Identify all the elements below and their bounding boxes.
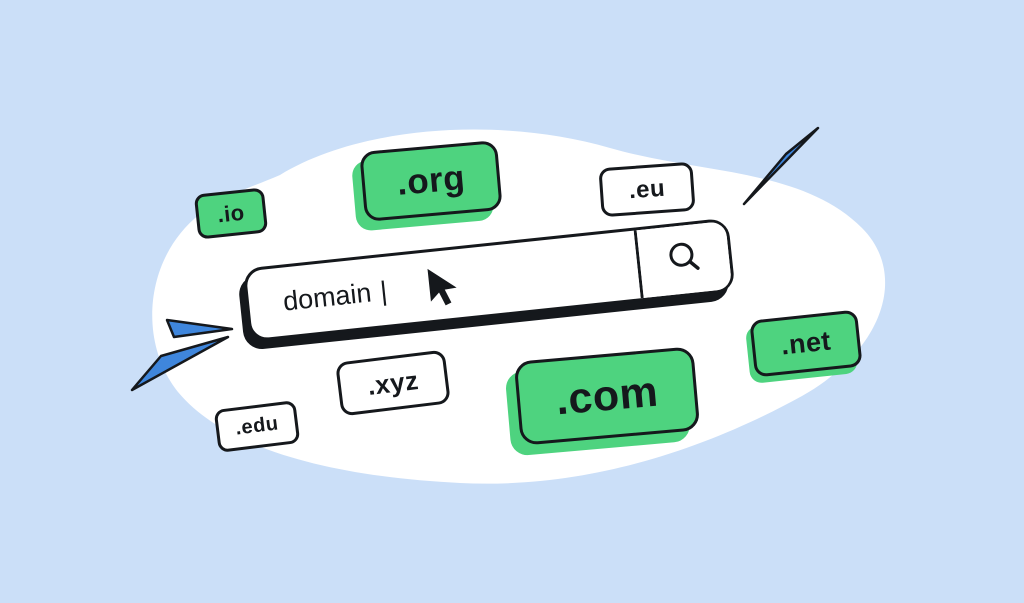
- badge-xyz-label: .xyz: [365, 364, 421, 401]
- badge-com: .com: [513, 346, 701, 446]
- badge-net-label: .net: [779, 325, 833, 361]
- search-input[interactable]: domain |: [246, 231, 641, 339]
- badge-com-label: .com: [553, 367, 661, 424]
- badge-org: .org: [359, 140, 503, 222]
- search-button[interactable]: [633, 220, 733, 299]
- badge-eu: .eu: [598, 161, 696, 218]
- search-icon: [663, 236, 705, 283]
- search-input-value: domain: [281, 276, 373, 317]
- badge-net: .net: [749, 309, 863, 378]
- badge-org-label: .org: [395, 158, 467, 203]
- text-caret: |: [378, 275, 389, 306]
- badge-io: .io: [193, 187, 269, 240]
- badge-io-label: .io: [216, 199, 246, 227]
- cursor-arrow-icon: [424, 265, 459, 317]
- badge-eu-label: .eu: [627, 174, 666, 204]
- search-bar[interactable]: domain |: [242, 217, 736, 343]
- badge-edu-label: .edu: [234, 412, 280, 440]
